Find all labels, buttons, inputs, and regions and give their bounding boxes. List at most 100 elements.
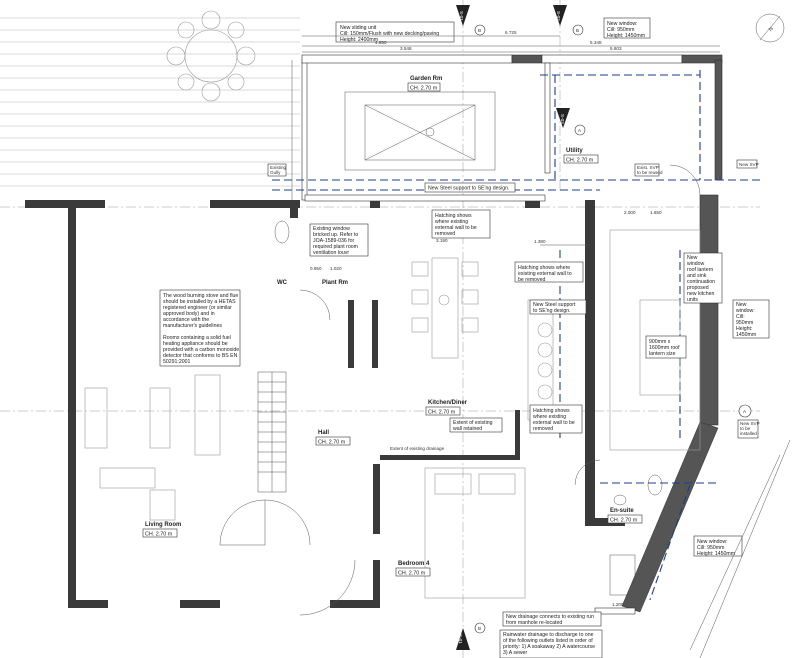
doors	[219, 164, 701, 616]
section-mark-2: S-02 B	[553, 5, 584, 36]
note-line: JOA-1589-036 for	[313, 238, 355, 244]
note-line: Hatching shows where	[518, 265, 570, 271]
note-line: to be reused	[637, 170, 663, 175]
section-letter: A	[578, 128, 582, 133]
note-exist-svp: Exist. SVP to be reused	[634, 163, 663, 177]
walls	[25, 200, 625, 608]
note-new-window-roof: New window roof lantern and sink continu…	[683, 252, 723, 304]
dim-text: 5.348	[590, 40, 602, 45]
site-boundary	[689, 439, 791, 658]
note-line: required plant room	[313, 244, 358, 250]
dim-text: 3.548	[400, 46, 412, 51]
note-line: Existing window	[313, 226, 350, 232]
room-ceiling-height: CH. 2.70 m	[145, 532, 173, 538]
note-line: Height: 1450mm	[607, 33, 645, 39]
note-drainage: New drainage connects to existing run fr…	[502, 611, 602, 627]
note-line: New drainage connects to existing run	[506, 614, 594, 620]
note-line: lantern size	[649, 351, 676, 357]
note-roof-lantern: 900mm x 1600mm roof lantern size	[645, 335, 687, 359]
north-arrow: N	[755, 13, 785, 43]
living-room-furniture	[84, 374, 221, 521]
note-line: registered engineer (or similar	[163, 305, 232, 311]
sanitary-fixtures	[274, 220, 663, 596]
note-line: New SVP	[740, 421, 760, 426]
note-line: where existing	[435, 219, 468, 225]
note-window-right: New window: Cill: 950mm Height: 1450mm	[732, 299, 770, 339]
room-name: Kitchen/Diner	[428, 400, 468, 406]
note-new-svp: New SVP to be installed	[737, 419, 760, 439]
dim-text: 1.020	[330, 266, 342, 271]
note-line: and sink	[687, 273, 707, 279]
note-line: 3) A sewer	[503, 650, 527, 656]
note-line: New	[736, 302, 747, 308]
note-line: roof lantern	[687, 267, 713, 273]
garden-room-rooflight	[344, 91, 496, 171]
note-window-top: New window: Cill: 950mm Height: 1450mm	[603, 17, 651, 39]
note-line: to SE'ng design.	[533, 308, 571, 314]
note-line: Cill: 950mm	[607, 27, 634, 33]
note-line: Height: 2400mm	[340, 37, 378, 43]
staircase	[257, 371, 287, 493]
note-line: be removed	[518, 277, 546, 283]
note-sliding-unit: New sliding unit Cill: 150mm/Flush with …	[335, 21, 455, 43]
note-line: external wall to be	[533, 420, 575, 426]
room-hall: Hall CH. 2.70 m	[315, 430, 351, 446]
room-utility: Utility CH. 2.70 m	[563, 148, 599, 164]
note-ne-svp: New SVP	[736, 159, 759, 169]
note-line: window:	[736, 308, 755, 314]
note-line: Hatching shows	[533, 408, 570, 414]
dim-text: 1.200	[612, 602, 624, 607]
note-line: of the following outlets listed in order…	[503, 638, 593, 644]
note-gully: Existing Gully	[267, 163, 287, 177]
note-line: manufacturer's guidelines	[163, 323, 222, 329]
note-line: accordance with the	[163, 317, 209, 323]
note-line: New window:	[697, 539, 728, 545]
note-line: New SVP	[739, 162, 759, 167]
note-rainwater: Rainwater drainage to discharge to one o…	[499, 629, 603, 658]
note-line: 50291:2001	[163, 359, 191, 365]
note-line: Height: 1450mm	[697, 551, 735, 557]
note-woodburning: The wood burning stove and flue should b…	[159, 289, 241, 367]
note-line: 1600mm roof	[649, 345, 680, 351]
room-living: Living Room CH. 2.70 m	[142, 522, 181, 538]
note-line: to be	[740, 426, 751, 431]
room-name: Living Room	[145, 522, 181, 528]
dim-text: 1.380	[534, 239, 546, 244]
dimension-lines	[291, 35, 720, 246]
note-line: Rainwater drainage to discharge to one	[503, 632, 594, 638]
decking-hatching	[0, 17, 300, 187]
note-line: 900mm x	[649, 339, 671, 345]
note-line: Extent of existing	[453, 420, 493, 426]
kitchen-table	[411, 257, 479, 359]
note-line: proposed	[687, 285, 709, 291]
room-ceiling-height: CH. 2.70 m	[398, 571, 426, 577]
room-ceiling-height: CH. 2.70 m	[566, 158, 594, 164]
room-name: Utility	[566, 148, 583, 154]
note-line: approved body) and in	[163, 311, 215, 317]
section-letter: B	[478, 28, 481, 33]
note-line: window	[687, 261, 705, 267]
note-line: wall retained	[453, 426, 482, 432]
room-ceiling-height: CH. 2.70 m	[428, 410, 456, 416]
room-bedroom4: Bedroom 4 CH. 2.70 m	[395, 561, 431, 577]
section-letter: B	[576, 28, 579, 33]
room-name: En-suite	[610, 508, 634, 514]
room-kitchen: Kitchen/Diner CH. 2.70 m	[425, 400, 468, 416]
note-hatching-3: Hatching shows where existing external w…	[529, 404, 583, 434]
note-line: bricked up. Refer to	[313, 232, 358, 238]
note-line: continuation	[687, 279, 715, 285]
note-line: Height:	[736, 326, 752, 332]
north-label: N	[768, 26, 775, 33]
note-line: Cill: 950mm	[697, 545, 724, 551]
note-window-bottom: New window: Cill: 950mm Height: 1450mm	[693, 535, 743, 557]
note-line: The wood burning stove and flue	[163, 293, 238, 299]
section-num: S-03	[560, 114, 565, 124]
room-name: Hall	[318, 430, 329, 436]
note-line: Gully	[270, 170, 281, 175]
note-line: external wall to be	[435, 225, 477, 231]
note-line: where existing	[533, 414, 566, 420]
grid-marker-a: A	[738, 404, 752, 418]
room-ceiling-height: CH. 2.70 m	[410, 86, 438, 92]
note-line: New sliding unit	[340, 25, 377, 31]
